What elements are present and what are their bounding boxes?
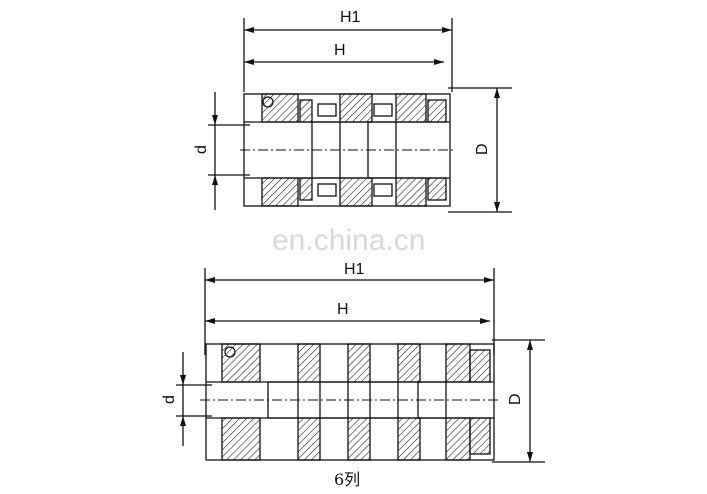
bottom-bearing-stages [221,343,491,461]
bottom-h-label: H [337,301,349,318]
bottom-d-small-label: d [161,395,178,404]
top-bearing-stages [261,93,447,207]
top-h1-label: H1 [340,9,361,26]
top-d-large-label: D [474,143,491,155]
watermark: en.china.cn [272,224,425,257]
bottom-caption: 6列 [334,470,360,489]
top-h-label: H [334,42,346,59]
top-drawing [208,18,512,213]
bottom-d-large-label: D [507,393,524,405]
top-d-small-label: d [193,145,210,154]
bottom-drawing [176,268,545,463]
bottom-h1-label: H1 [344,261,365,278]
